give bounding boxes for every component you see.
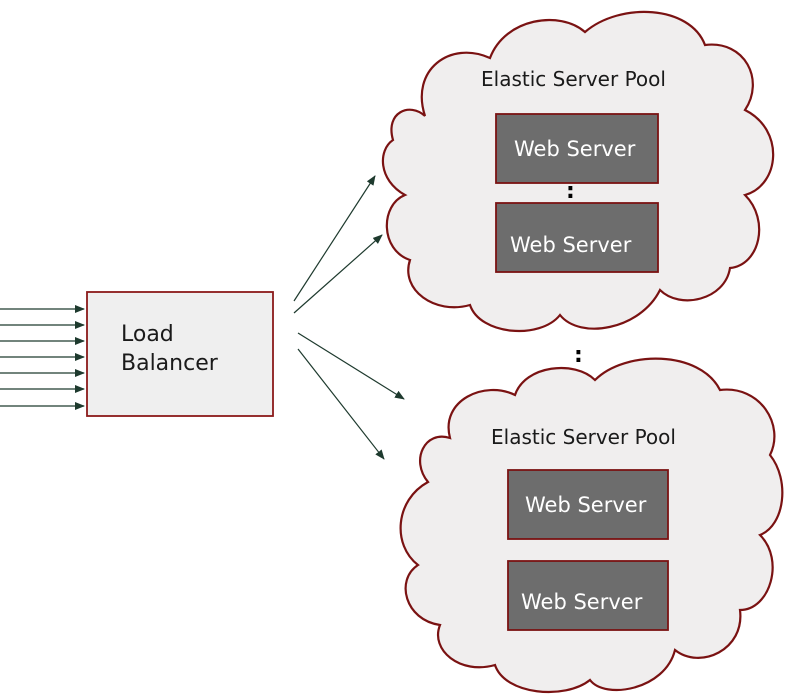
web-server-box <box>507 469 669 540</box>
web-server: Web Server <box>507 560 669 631</box>
load-balancer-box <box>86 291 274 417</box>
web-server: Web Server <box>495 113 659 184</box>
vertical-ellipsis-between-pools: : <box>574 343 583 368</box>
web-server-box <box>507 560 669 631</box>
web-server-box <box>495 202 659 273</box>
server-pool-top: Elastic Server Pool Web Server : Web Ser… <box>381 10 775 333</box>
pool-title: Elastic Server Pool <box>481 67 666 91</box>
load-balancer-label-line2: Balancer <box>121 351 219 376</box>
load-balancer: Load Balancer <box>86 291 274 417</box>
web-server: Web Server <box>507 469 669 540</box>
web-server-label: Web Server <box>525 493 647 517</box>
distribution-arrow <box>293 234 383 314</box>
web-server-label: Web Server <box>510 233 632 257</box>
pool-title: Elastic Server Pool <box>491 425 676 449</box>
distribution-arrow <box>297 332 405 400</box>
web-server: Web Server <box>495 202 659 273</box>
web-server-label: Web Server <box>514 137 636 161</box>
web-server-box <box>495 113 659 184</box>
server-pool-bottom: Elastic Server Pool Web Server Web Serve… <box>399 357 784 694</box>
distribution-arrows <box>293 175 405 460</box>
web-server-label: Web Server <box>521 590 643 614</box>
load-balancer-label-line1: Load <box>121 322 174 347</box>
vertical-ellipsis: : <box>566 179 575 204</box>
distribution-arrow <box>293 175 376 302</box>
incoming-request-arrows <box>0 305 85 410</box>
distribution-arrow <box>297 348 385 460</box>
